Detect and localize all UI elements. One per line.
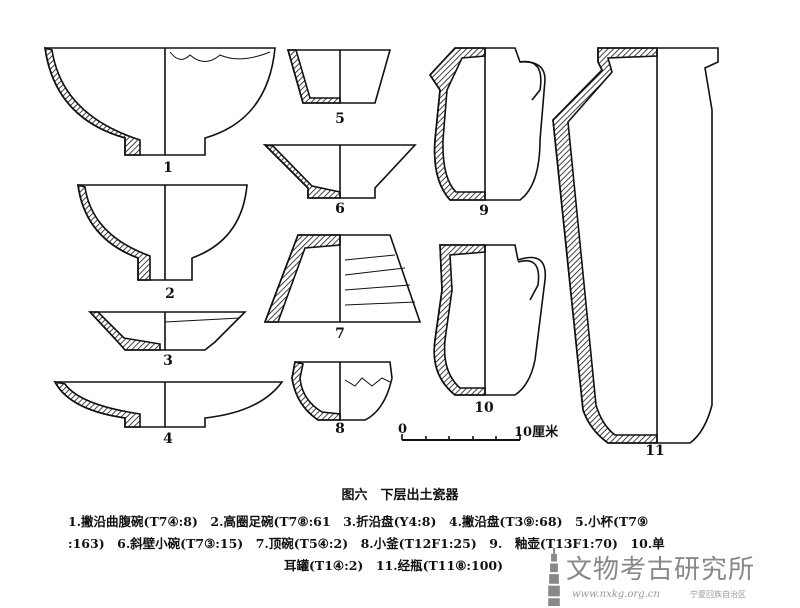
vessel-5-cup: [286, 49, 392, 104]
label-4: 4: [163, 431, 173, 447]
vessel-3-plate: [88, 311, 247, 351]
label-2: 2: [165, 286, 175, 302]
vessel-11-vase: [552, 47, 719, 444]
label-6: 6: [335, 201, 345, 217]
scale-end: 10厘米: [514, 425, 559, 440]
label-11: 11: [645, 443, 665, 459]
vessel-1-bowl: [44, 46, 276, 156]
vessel-8-pot: [291, 361, 393, 421]
vessel-10-jar: [433, 244, 547, 396]
watermark-url: www.nxkg.org.cn: [572, 589, 660, 600]
scale-bar: [401, 434, 521, 441]
label-10: 10: [474, 400, 494, 416]
watermark-name: 文物考古研究所: [566, 555, 756, 585]
label-8: 8: [335, 421, 345, 437]
label-1: 1: [163, 160, 173, 176]
vessel-2-bowl: [77, 183, 248, 281]
vessel-9-ewer: [428, 47, 546, 201]
vessel-6-bowl: [262, 143, 417, 199]
figure-title: 图六 下层出土瓷器: [341, 488, 459, 503]
caption-line-3: 耳罐(T1④:2) 11.经瓶(T11⑧:100): [284, 558, 504, 573]
label-9: 9: [479, 203, 489, 219]
vessel-7-bowl: [263, 234, 422, 323]
scale-start: 0: [398, 422, 408, 437]
label-3: 3: [163, 353, 173, 369]
vessel-4-plate: [53, 380, 284, 428]
label-5: 5: [335, 111, 345, 127]
label-7: 7: [335, 326, 345, 342]
pagoda-logo-icon: [548, 548, 560, 606]
caption-line-1: 1.撇沿曲腹碗(T7④:8) 2.高圈足碗(T7⑧:61 3.折沿盘(Y4:8)…: [68, 514, 649, 529]
caption-line-2: :163) 6.斜壁小碗(T7③:15) 7.顶碗(T5④:2) 8.小釜(T1…: [68, 536, 665, 551]
watermark-subtitle: 宁夏回族自治区: [690, 590, 746, 599]
